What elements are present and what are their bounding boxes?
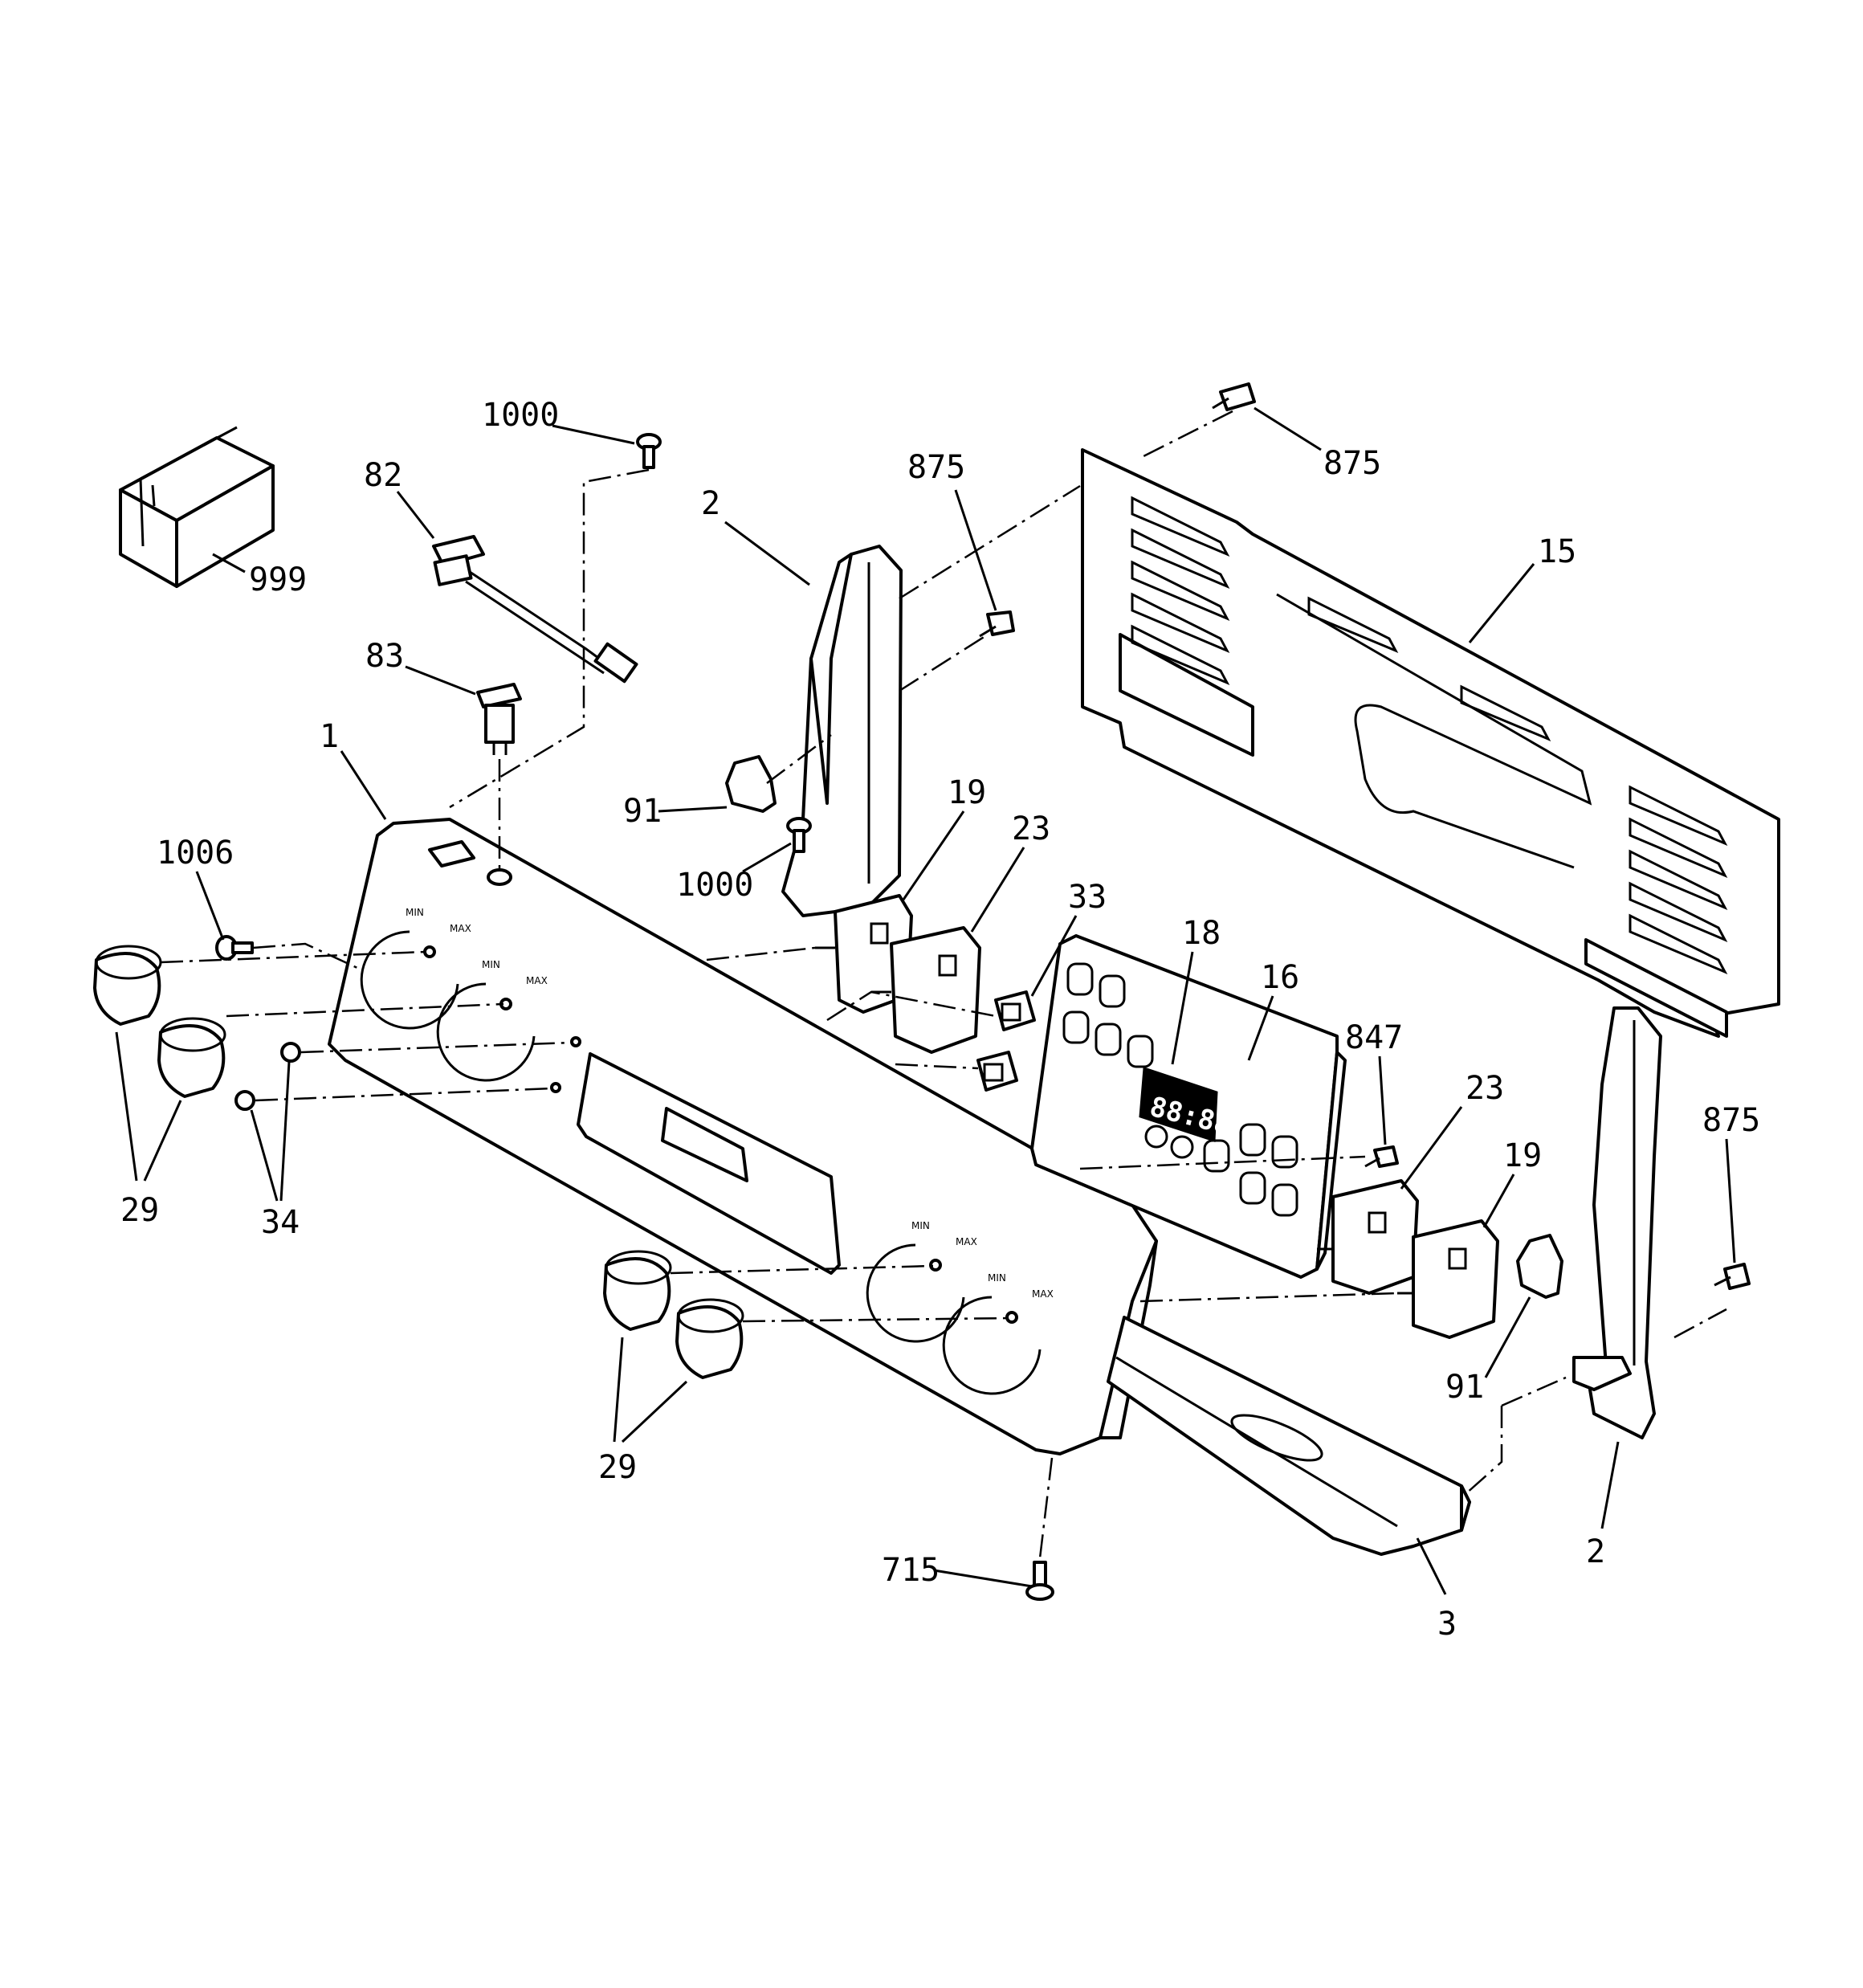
wire-harness [432, 535, 638, 684]
callout-29: 29 [120, 1192, 159, 1229]
knob-left-2 [157, 1017, 226, 1098]
knob-bottom-1 [603, 1250, 672, 1331]
callout-1000: 1000 [676, 867, 753, 904]
callout-19: 19 [948, 774, 986, 811]
dial-min-label: MIN [988, 1272, 1006, 1284]
mounting-bracket-right [1516, 1234, 1563, 1299]
control-keypad-buttons [1062, 962, 1298, 1217]
callout-labels: 1000 82 999 83 1 2 875 875 15 91 1000 19… [120, 397, 1760, 1643]
lens-insert-2 [234, 1090, 255, 1111]
indicator-light [476, 683, 522, 755]
callout-847: 847 [1345, 1019, 1403, 1056]
callout-29: 29 [598, 1449, 637, 1486]
callout-18: 18 [1182, 915, 1221, 952]
screw-875-top [1212, 382, 1256, 411]
infinite-switch-19-right [1397, 1219, 1499, 1339]
callout-19: 19 [1503, 1137, 1542, 1174]
rear-backguard-panel [1081, 448, 1780, 1038]
callout-23: 23 [1012, 810, 1050, 847]
left-end-cap [725, 545, 903, 917]
dial-max-label: MAX [956, 1236, 977, 1247]
screw-875-middle [979, 610, 1015, 638]
screw-1000-middle [786, 817, 812, 853]
infinite-switch-23-left [871, 926, 981, 1054]
infinite-switch-23-right [1317, 1179, 1419, 1295]
carton-box [119, 426, 275, 588]
callout-34: 34 [261, 1204, 300, 1241]
callout-875: 875 [1702, 1102, 1760, 1139]
dial-max-label: MAX [450, 923, 471, 934]
electronic-oven-control: 88:88 [1030, 934, 1347, 1279]
dial-min-label: MIN [911, 1220, 930, 1231]
dial-max-label: MAX [1032, 1288, 1054, 1300]
callout-23: 23 [1466, 1070, 1504, 1107]
callout-83: 83 [365, 638, 404, 675]
screw-847 [1364, 1145, 1399, 1168]
right-end-cap [1572, 1006, 1662, 1439]
callout-33: 33 [1068, 879, 1107, 916]
screw-715 [1025, 1561, 1054, 1601]
callout-16: 16 [1261, 959, 1299, 996]
screw-875-right [1714, 1263, 1751, 1290]
callout-1: 1 [320, 718, 339, 755]
lens-insert-1 [280, 1042, 301, 1063]
callout-82: 82 [364, 457, 402, 494]
dial-face-right-2: MIN MAX [942, 1272, 1054, 1395]
rocker-switch-upper [994, 990, 1036, 1031]
callout-91: 91 [1445, 1369, 1484, 1406]
callout-1006: 1006 [157, 835, 234, 872]
callout-3: 3 [1437, 1606, 1457, 1643]
control-panel-backsplash: MIN MAX MIN MAX MIN MAX MIN MAX [328, 818, 1158, 1455]
callout-715: 715 [882, 1552, 940, 1589]
knob-bottom-2 [675, 1298, 744, 1379]
callout-875: 875 [1323, 445, 1381, 482]
leader-lines [115, 406, 1736, 1595]
assembly-lines [160, 410, 1727, 1559]
knob-left-1 [93, 945, 162, 1026]
vent-louvers-center [1307, 596, 1551, 741]
screw-1000-top [636, 433, 662, 469]
dial-face-right-1: MIN MAX [866, 1220, 977, 1343]
bottom-trim-strip [1107, 1316, 1471, 1556]
dial-face-left-1: MIN MAX [360, 907, 471, 1030]
rocker-switch-lower [976, 1051, 1018, 1092]
callout-999: 999 [249, 561, 307, 598]
dial-min-label: MIN [482, 959, 500, 970]
vent-louvers-left [1131, 496, 1230, 686]
callout-1000: 1000 [482, 397, 559, 434]
screw-1006 [215, 935, 254, 961]
vent-louvers-right [1629, 785, 1728, 975]
callout-91: 91 [623, 793, 662, 830]
dial-min-label: MIN [406, 907, 424, 918]
callout-2: 2 [701, 485, 720, 522]
callout-875: 875 [907, 449, 965, 486]
dial-max-label: MAX [526, 975, 548, 986]
callout-15: 15 [1538, 533, 1576, 570]
callout-2: 2 [1586, 1533, 1605, 1570]
